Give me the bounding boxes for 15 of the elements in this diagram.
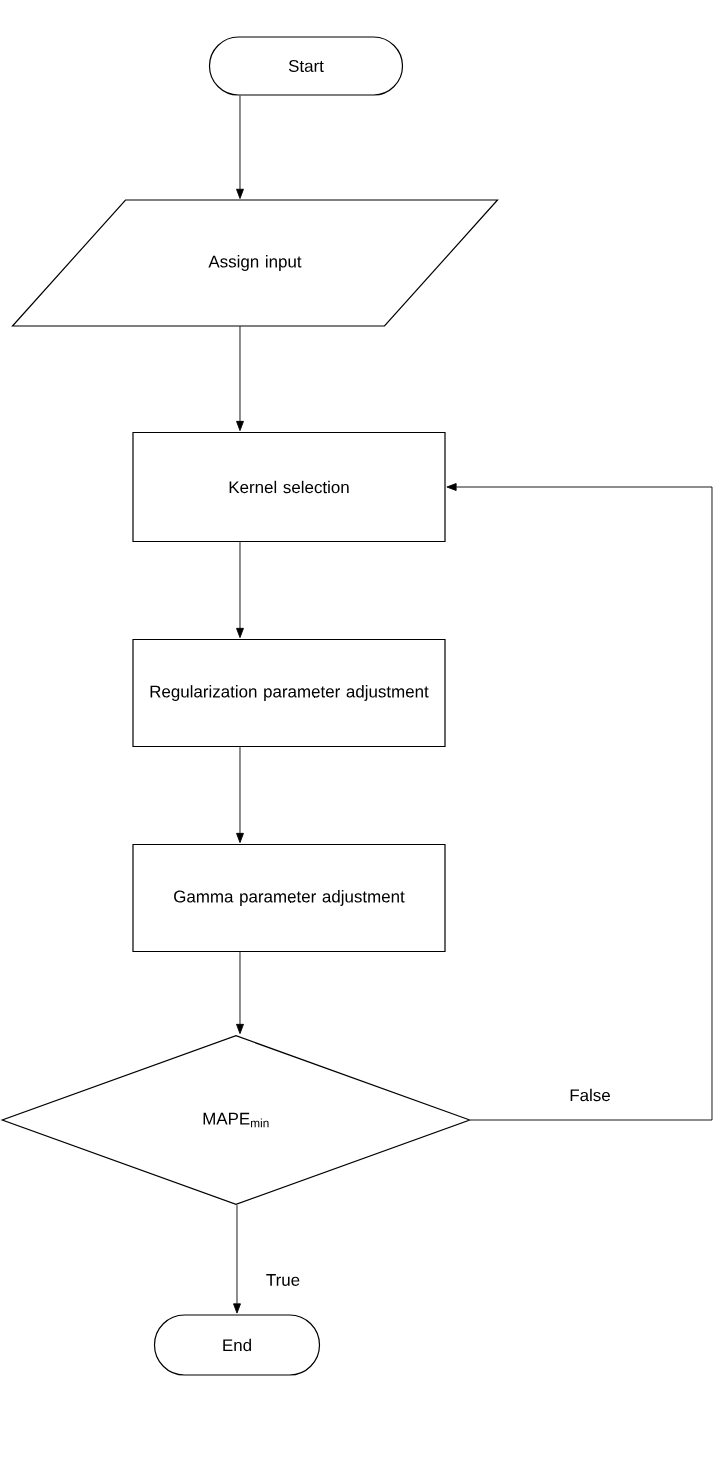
arrow [236, 951, 244, 1035]
arrow [236, 746, 244, 844]
edge-label: False [567, 1086, 613, 1104]
process-box: Kernel selection [132, 431, 446, 543]
terminal-box: Start [208, 36, 404, 96]
process-box: Gamma parameter adjustment [132, 843, 446, 953]
arrow [446, 483, 713, 1121]
arrow [236, 541, 244, 639]
input-parallelogram: Assign input [11, 199, 499, 327]
edge-label: True [263, 1272, 303, 1288]
arrow [236, 95, 244, 199]
terminal-box: End [153, 1314, 321, 1376]
process-box: Regularization parameter adjustment [132, 638, 446, 748]
arrow [236, 325, 244, 432]
arrow [233, 1204, 241, 1314]
